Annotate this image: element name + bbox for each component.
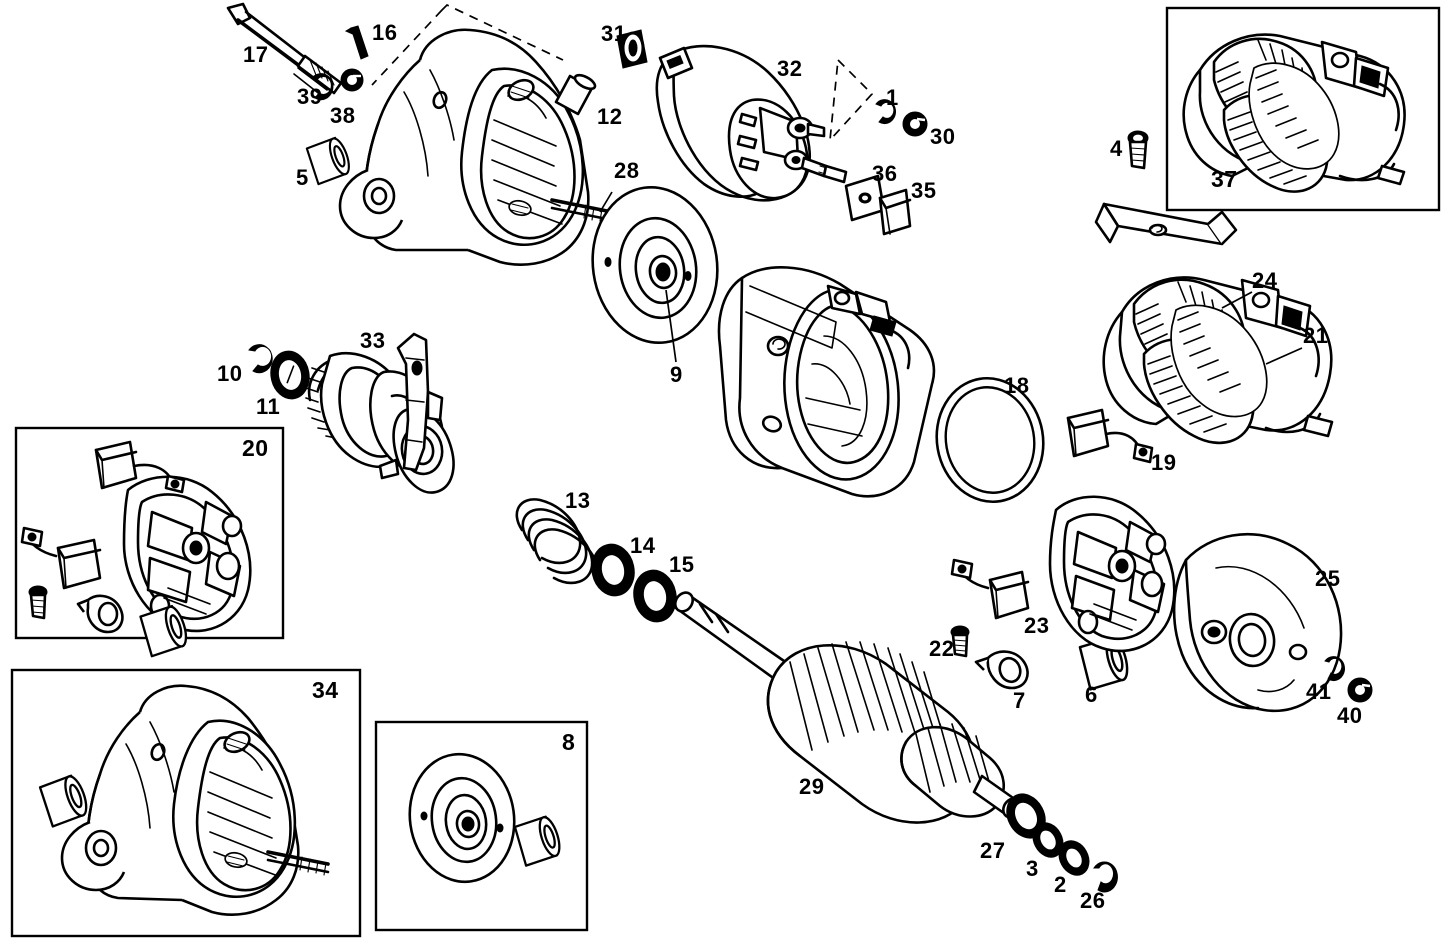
callout-27: 27 bbox=[980, 838, 1006, 863]
part-15-washer bbox=[633, 569, 677, 623]
part-13-spring bbox=[515, 498, 600, 585]
part-40-nut bbox=[1347, 677, 1373, 703]
callout-22: 22 bbox=[929, 636, 955, 661]
inset-box-34 bbox=[10, 668, 362, 938]
inset-box-8 bbox=[374, 720, 589, 932]
solenoid-dash-pointer bbox=[828, 59, 874, 143]
field-coil-assembly-37 bbox=[1182, 33, 1406, 193]
part-4-screw bbox=[1127, 130, 1149, 170]
part-2-washer bbox=[1058, 840, 1090, 876]
part-29-armature bbox=[673, 591, 1022, 824]
part-33-drive-assembly bbox=[305, 332, 455, 494]
callout-25: 25 bbox=[1315, 566, 1341, 591]
callout-38: 38 bbox=[330, 103, 356, 128]
callout-20: 20 bbox=[242, 435, 269, 461]
callout-14: 14 bbox=[630, 533, 656, 558]
part-5-bushing bbox=[304, 133, 355, 187]
part-38-nut bbox=[340, 68, 364, 92]
field-coil-assembly-24 bbox=[1094, 202, 1334, 445]
assembly-dash-line bbox=[371, 3, 564, 86]
part-22-screw bbox=[950, 625, 970, 658]
leader-line-28 bbox=[599, 191, 613, 213]
callout-3: 3 bbox=[1026, 856, 1039, 881]
callout-41: 41 bbox=[1306, 679, 1332, 704]
part-39-lock-washer bbox=[311, 73, 334, 101]
part-25-end-cover bbox=[1172, 532, 1343, 713]
leader-line-9 bbox=[665, 289, 677, 363]
callout-4: 4 bbox=[1110, 136, 1123, 161]
part-31-grommet bbox=[616, 29, 648, 69]
callout-36: 36 bbox=[872, 161, 898, 186]
part-16-pin bbox=[344, 25, 369, 60]
inset-box-37 bbox=[1165, 6, 1441, 212]
part-14-washer bbox=[591, 543, 635, 597]
callout-1: 1 bbox=[886, 85, 899, 110]
callout-17: 17 bbox=[243, 42, 269, 67]
callout-24: 24 bbox=[1252, 268, 1278, 293]
callout-34: 34 bbox=[312, 677, 339, 703]
callout-10: 10 bbox=[217, 361, 243, 386]
drive-end-housing-main bbox=[338, 28, 614, 266]
leader-line-21 bbox=[1265, 347, 1303, 365]
part-30-nut bbox=[902, 111, 928, 137]
motor-yoke-frame bbox=[717, 266, 936, 498]
part-35-terminal-cover bbox=[878, 188, 912, 236]
brush-holder-assembly-20 bbox=[20, 440, 252, 659]
callout-12: 12 bbox=[597, 104, 623, 129]
part-12-roll-pin bbox=[554, 73, 597, 116]
part-7-clip bbox=[974, 650, 1029, 690]
part-9-end-plate bbox=[591, 185, 719, 345]
callout-11: 11 bbox=[256, 394, 281, 419]
part-10-snap-ring bbox=[248, 344, 273, 374]
callout-33: 33 bbox=[360, 328, 386, 353]
callout-15: 15 bbox=[669, 552, 695, 577]
callout-35: 35 bbox=[911, 178, 937, 203]
callout-19: 19 bbox=[1151, 450, 1177, 475]
part-41-snap-ring bbox=[1324, 656, 1345, 682]
end-plate-8 bbox=[408, 752, 566, 884]
part-3-washer bbox=[1032, 822, 1064, 858]
callout-6: 6 bbox=[1085, 682, 1098, 707]
part-18-o-ring bbox=[935, 376, 1045, 504]
leader-line-24 bbox=[1221, 291, 1253, 309]
callout-28: 28 bbox=[614, 158, 640, 183]
callout-9: 9 bbox=[670, 362, 683, 387]
callout-18: 18 bbox=[1004, 373, 1030, 398]
part-32-solenoid bbox=[655, 44, 848, 202]
part-1-snap-ring bbox=[875, 99, 896, 125]
callout-37: 37 bbox=[1211, 166, 1238, 192]
callout-26: 26 bbox=[1080, 888, 1106, 913]
callout-32: 32 bbox=[777, 56, 803, 81]
callout-40: 40 bbox=[1337, 703, 1363, 728]
brush-holder-assembly-right bbox=[1048, 408, 1176, 653]
part-23-brush bbox=[950, 558, 1030, 620]
callout-13: 13 bbox=[565, 488, 591, 513]
part-11-washer bbox=[270, 350, 310, 400]
callout-8: 8 bbox=[562, 729, 576, 755]
callout-2: 2 bbox=[1054, 872, 1067, 897]
callout-16: 16 bbox=[372, 20, 398, 45]
drive-housing-34 bbox=[37, 684, 330, 916]
callout-23: 23 bbox=[1024, 613, 1050, 638]
callout-21: 21 bbox=[1303, 323, 1329, 348]
callout-39: 39 bbox=[297, 84, 323, 109]
callout-31: 31 bbox=[601, 21, 627, 46]
part-26-snap-ring bbox=[1093, 861, 1118, 893]
callout-5: 5 bbox=[296, 165, 309, 190]
callout-29: 29 bbox=[799, 774, 825, 799]
callout-7: 7 bbox=[1013, 688, 1026, 713]
callout-30: 30 bbox=[930, 124, 956, 149]
